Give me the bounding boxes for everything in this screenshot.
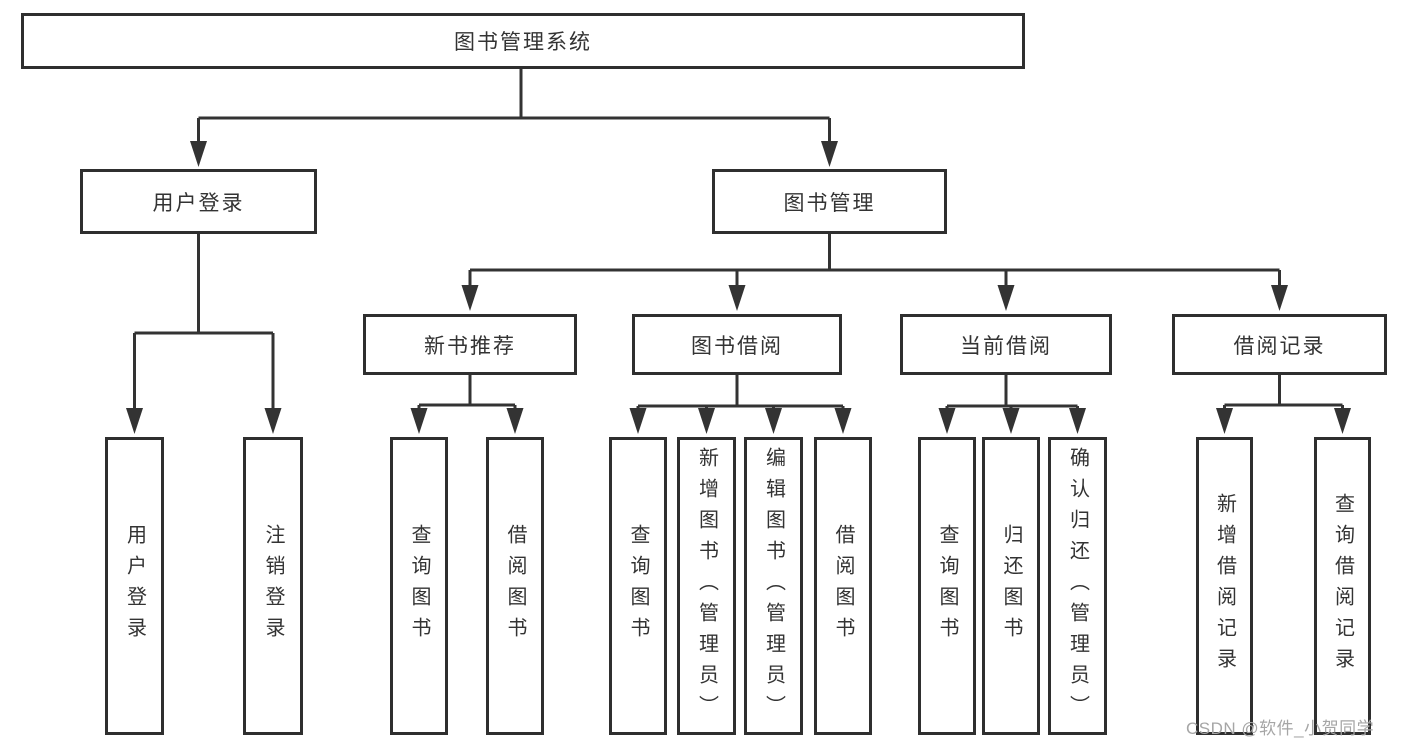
node-label: 借阅图书 (832, 524, 854, 648)
leaf-add-books-admin: 新增图书（管理员） (677, 437, 736, 735)
leaf-return-books: 归还图书 (982, 437, 1040, 735)
leaf-query-books-recommend: 查询图书 (390, 437, 448, 735)
leaf-query-books-borrowing: 查询图书 (609, 437, 667, 735)
node-label: 查询借阅记录 (1331, 493, 1354, 679)
node-label: 确认归还（管理员） (1066, 446, 1089, 726)
node-label: 用户登录 (152, 191, 245, 215)
node-current-borrowing: 当前借阅 (900, 314, 1112, 375)
node-new-book-recommend: 新书推荐 (363, 314, 577, 375)
node-book-management-system: 图书管理系统 (21, 13, 1025, 69)
leaf-query-books-current: 查询图书 (918, 437, 976, 735)
node-label: 注销登录 (262, 524, 284, 648)
node-label: 新书推荐 (424, 334, 516, 358)
csdn-watermark: CSDN @软件_小贺同学 (1186, 719, 1375, 738)
node-label: 图书管理系统 (454, 31, 592, 54)
leaf-add-borrow-record: 新增借阅记录 (1196, 437, 1253, 735)
node-book-borrowing: 图书借阅 (632, 314, 842, 375)
leaf-borrow-books-borrowing: 借阅图书 (814, 437, 872, 735)
leaf-query-borrow-record: 查询借阅记录 (1314, 437, 1371, 735)
node-borrowing-records: 借阅记录 (1172, 314, 1387, 375)
node-label: 查询图书 (408, 524, 430, 648)
leaf-borrow-books-recommend: 借阅图书 (486, 437, 544, 735)
leaf-edit-books-admin: 编辑图书（管理员） (744, 437, 803, 735)
leaf-confirm-return-admin: 确认归还（管理员） (1048, 437, 1107, 735)
node-book-management-module: 图书管理 (712, 169, 947, 234)
leaf-logout: 注销登录 (243, 437, 303, 735)
node-label: 借阅图书 (504, 524, 526, 648)
node-label: 用户登录 (123, 524, 146, 648)
node-label: 查询图书 (936, 524, 958, 648)
node-label: 借阅记录 (1233, 334, 1326, 358)
node-label: 查询图书 (627, 524, 649, 648)
node-label: 图书借阅 (691, 334, 783, 358)
node-label: 新增借阅记录 (1213, 493, 1236, 679)
node-label: 新增图书（管理员） (695, 446, 718, 726)
node-label: 归还图书 (1000, 524, 1022, 648)
node-label: 当前借阅 (960, 334, 1052, 358)
leaf-user-login: 用户登录 (105, 437, 164, 735)
node-label: 编辑图书（管理员） (762, 446, 785, 726)
node-user-login-module: 用户登录 (80, 169, 317, 234)
node-label: 图书管理 (783, 191, 876, 215)
